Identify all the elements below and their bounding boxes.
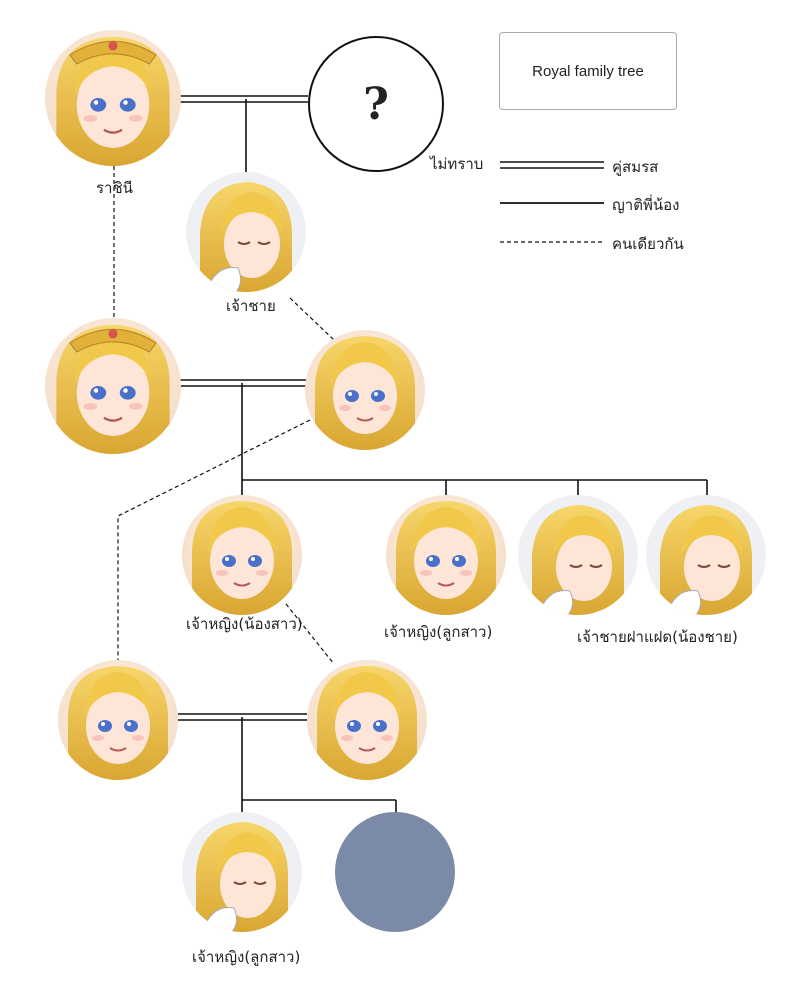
queen-later-avatar — [45, 318, 181, 454]
unknown-spouse-avatar: ? — [308, 36, 444, 172]
queen-label: ราชินี — [96, 179, 133, 197]
title-box: Royal family tree — [499, 32, 677, 110]
bottom-princess-avatar — [182, 812, 302, 932]
twin-princes-label: เจ้าชายฝาแฝด(น้องชาย) — [577, 628, 738, 646]
same-person-prince — [289, 297, 335, 341]
princess-daughter-label: เจ้าหญิง(ลูกสาว) — [384, 623, 493, 641]
princess-grown-avatar — [307, 660, 427, 780]
prince-label: เจ้าชาย — [226, 297, 276, 315]
same-person-husband — [117, 419, 311, 662]
princess-sister-avatar — [182, 495, 302, 615]
legend-sibling-label: ญาติพี่น้อง — [612, 196, 680, 214]
twin-prince-2-avatar — [646, 495, 766, 615]
legend-spouse-label: คู่สมรส — [612, 158, 659, 176]
prince-avatar — [186, 172, 306, 292]
twin-prince-1-avatar — [518, 495, 638, 615]
same-person-sister — [285, 603, 335, 665]
bottom-princess-label: เจ้าหญิง(ลูกสาว) — [192, 948, 301, 966]
legend-unknown-label: ไม่ทราบ — [430, 155, 484, 173]
husband-avatar — [58, 660, 178, 780]
unknown-mark: ? — [363, 78, 389, 130]
diagram-title: Royal family tree — [532, 62, 644, 80]
queen-avatar — [45, 30, 181, 166]
princess-daughter-avatar — [386, 495, 506, 615]
unknown-child-placeholder — [335, 812, 455, 932]
prince-grown-avatar — [305, 330, 425, 450]
princess-sister-label: เจ้าหญิง(น้องสาว) — [186, 615, 303, 633]
legend-same-person-label: คนเดียวกัน — [612, 235, 684, 253]
